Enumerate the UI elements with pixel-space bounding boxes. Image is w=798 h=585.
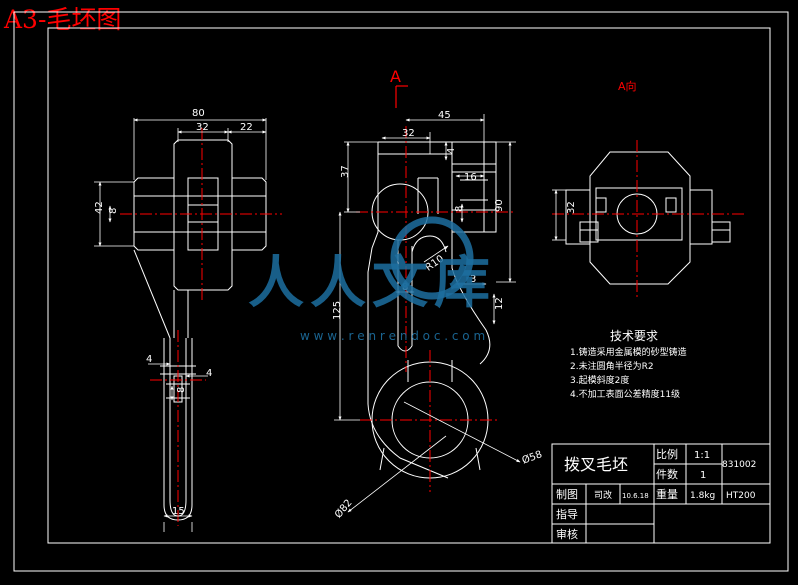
review-label: 审核 (556, 527, 578, 541)
draw-label: 制图 (556, 488, 578, 501)
watermark-brand: 人人文库 (248, 251, 496, 316)
left-view (133, 139, 267, 521)
note-2: 2.未注圆角半径为R2 (570, 360, 654, 372)
left-view-dimension-text: 80 32 22 42 8 4 4 8 15 (94, 108, 253, 517)
right-view-dimension-lines (552, 189, 566, 241)
material: HT200 (726, 491, 756, 501)
right-view-centerlines (552, 140, 746, 298)
qty-value: 1 (700, 470, 706, 481)
dim-8-left: 8 (108, 208, 119, 214)
dim-8-mid: 8 (454, 206, 465, 212)
dim-4-b: 4 (206, 368, 212, 379)
dim-42: 42 (94, 201, 105, 214)
dim-dia58: Ø58 (520, 448, 543, 466)
notes-heading: 技术要求 (610, 329, 658, 343)
watermark: 人人文库 w w w . r e n r e n d o c . c o m (248, 216, 496, 343)
draw-date: 10.6.18 (622, 492, 649, 500)
dim-15: 15 (172, 506, 185, 517)
section-label: A (390, 67, 401, 86)
dim-12: 12 (494, 297, 505, 310)
dim-125: 125 (332, 301, 343, 320)
dim-32-right: 32 (566, 201, 577, 214)
note-1: 1.铸造采用金属模的砂型铸造 (570, 346, 687, 358)
dim-37: 37 (340, 165, 351, 178)
drawer-name: 司改 (594, 489, 612, 501)
part-name: 拨叉毛坯 (564, 455, 628, 474)
dim-32-left: 32 (196, 122, 209, 133)
dim-32-mid: 32 (402, 128, 415, 139)
weight-value: 1.8kg (690, 491, 715, 501)
scale-value: 1:1 (694, 450, 710, 461)
dim-3: 3 (470, 274, 476, 285)
dim-90: 90 (494, 199, 505, 212)
note-4: 4.不加工表面公差精度11级 (570, 388, 680, 400)
weight-label: 重量 (656, 487, 678, 501)
dim-4-mid: 4 (446, 148, 457, 154)
drawing-number: 831002 (722, 460, 756, 470)
middle-view-dimension-lines (334, 114, 521, 513)
outer-frame (13, 11, 789, 572)
title-block (551, 443, 771, 544)
dim-16: 16 (464, 172, 477, 183)
section-marker: A (390, 67, 408, 108)
dim-22: 22 (240, 122, 253, 133)
middle-view-centerlines (356, 126, 516, 492)
note-3: 3.起模斜度2度 (570, 374, 629, 386)
left-view-dimension-lines (94, 118, 267, 532)
watermark-url: w w w . r e n r e n d o c . c o m (300, 329, 485, 343)
qty-label: 件数 (656, 468, 678, 481)
inner-frame (47, 27, 771, 544)
sheet-title: A3-毛坯图 (3, 5, 121, 34)
right-view (565, 151, 731, 285)
dim-4-a: 4 (146, 354, 152, 365)
scale-label: 比例 (656, 447, 678, 461)
view-label: A向 (618, 79, 637, 93)
dim-45: 45 (438, 110, 451, 121)
dim-80: 80 (192, 108, 205, 119)
dim-8-low: 8 (176, 387, 187, 393)
technical-notes: 技术要求 1.铸造采用金属模的砂型铸造 2.未注圆角半径为R2 3.起模斜度2度… (570, 329, 687, 400)
title-block-text: 拨叉毛坯 比例 1:1 件数 1 831002 制图 司改 10.6.18 重量… (556, 447, 756, 541)
left-view-centerlines (120, 128, 282, 526)
dim-dia82: Ø82 (332, 497, 354, 521)
guide-label: 指导 (556, 507, 578, 521)
